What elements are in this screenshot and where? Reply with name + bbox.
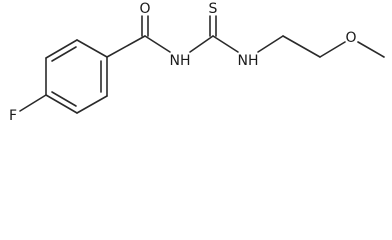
ring-bond-1	[76, 39, 108, 58]
ring-inner-bond-1	[51, 46, 77, 62]
sulfur-label: S	[209, 1, 218, 17]
ring-bond-4	[45, 94, 78, 114]
oxygen-to-methyl-bond	[357, 41, 385, 58]
benzene-ring	[45, 39, 108, 114]
structure-diagram: O S F NH NH O	[9, 1, 385, 124]
ring-inner-bond-2	[51, 91, 77, 107]
ring-bond-5	[76, 95, 108, 114]
nh-to-ch2-bond	[257, 35, 284, 53]
fluorine-bond	[19, 94, 47, 112]
carbonyl-oxygen-label: O	[139, 1, 150, 17]
ch2-to-ch2-bond	[282, 35, 321, 58]
amine-nh-label: NH	[238, 53, 259, 69]
thiocarbonyl-to-nh-bond	[212, 35, 239, 53]
nh-to-thiocarbonyl-bond	[189, 35, 214, 53]
ether-oxygen-label: O	[345, 30, 356, 46]
ring-to-carbonyl-bond	[106, 35, 146, 58]
ch2-to-oxygen-bond	[319, 41, 346, 58]
amide-nh-label: NH	[170, 53, 191, 69]
carbonyl-to-nh-bond	[144, 35, 171, 53]
ring-bond-2	[45, 39, 78, 59]
fluorine-label: F	[9, 108, 17, 124]
